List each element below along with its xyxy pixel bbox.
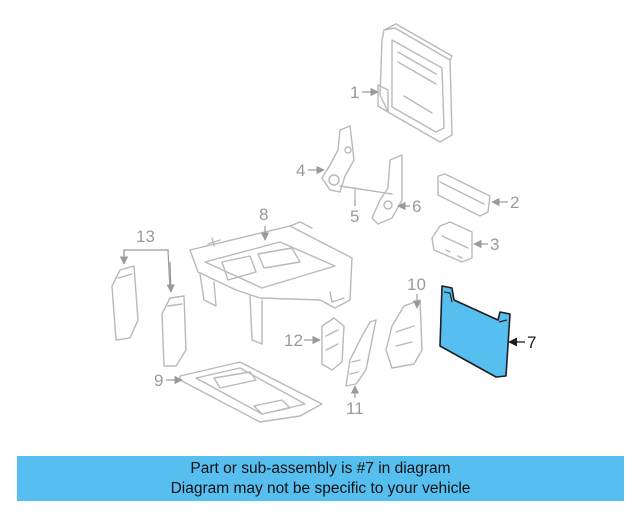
svg-text:4: 4 <box>296 161 305 180</box>
part-7-cover-panel <box>439 285 511 378</box>
banner-line-2: Diagram may not be specific to your vehi… <box>170 480 471 497</box>
svg-text:9: 9 <box>154 371 163 390</box>
callout-2: 2 <box>491 193 519 212</box>
svg-text:3: 3 <box>490 235 499 254</box>
parts-diagram: 1 4 5 6 2 3 <box>111 23 536 423</box>
part-11-trim-piece <box>345 319 377 387</box>
part-6-recliner-bracket <box>371 154 403 225</box>
svg-text:10: 10 <box>407 275 426 294</box>
svg-text:1: 1 <box>350 83 359 102</box>
part-2-cover <box>437 173 491 217</box>
part-5-rod <box>339 185 393 201</box>
svg-text:2: 2 <box>510 193 519 212</box>
callout-7: 7 <box>508 333 536 352</box>
callout-13: 13 <box>119 227 175 293</box>
callout-9: 9 <box>154 371 183 390</box>
part-4-recliner <box>321 125 355 193</box>
callout-1: 1 <box>350 83 379 102</box>
callout-5: 5 <box>350 200 359 226</box>
svg-text:11: 11 <box>346 399 364 418</box>
part-10-side-shield <box>385 299 423 369</box>
info-banner: Part or sub-assembly is #7 in diagram Di… <box>17 456 624 501</box>
callout-11: 11 <box>346 385 364 418</box>
callout-4: 4 <box>296 161 325 180</box>
part-1-seat-back-frame <box>377 23 453 143</box>
callout-8: 8 <box>259 205 270 241</box>
svg-text:8: 8 <box>259 205 268 224</box>
svg-text:13: 13 <box>136 227 155 246</box>
callout-6: 6 <box>397 197 421 216</box>
svg-text:6: 6 <box>412 197 421 216</box>
part-8-seat-cushion-frame <box>189 221 353 345</box>
svg-text:7: 7 <box>527 333 536 352</box>
banner-line-1: Part or sub-assembly is #7 in diagram <box>190 460 451 477</box>
part-9-bottom-tray <box>179 361 323 423</box>
callout-10: 10 <box>407 275 426 309</box>
svg-text:5: 5 <box>350 207 359 226</box>
callout-3: 3 <box>473 235 499 254</box>
part-13-side-covers <box>111 265 187 367</box>
svg-text:12: 12 <box>284 331 303 350</box>
callout-12: 12 <box>284 331 321 350</box>
part-3-bracket <box>431 221 473 263</box>
part-12-hinge-bracket <box>321 317 345 371</box>
